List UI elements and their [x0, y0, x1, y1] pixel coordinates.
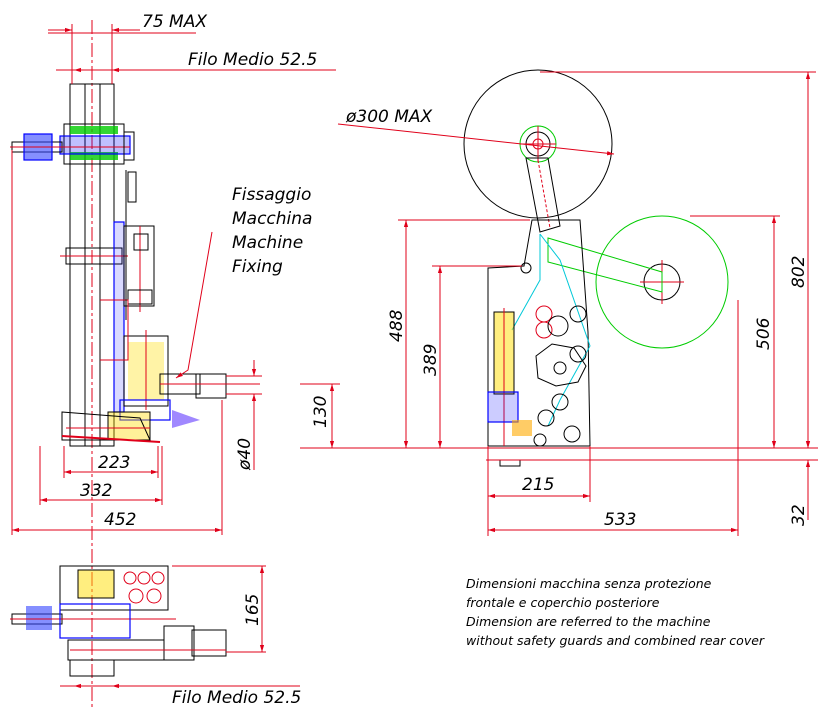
- dim-802: 802: [789, 256, 809, 288]
- dim-filo-medio-bottom: Filo Medio 52.5: [172, 688, 301, 708]
- dim-filo-medio-top: Filo Medio 52.5: [188, 50, 317, 70]
- note-line2: frontale e coperchio posteriore: [466, 595, 660, 610]
- fixing-label-line4: Fixing: [232, 257, 283, 277]
- note-line4: without safety guards and combined rear …: [466, 633, 765, 648]
- front-view: ø300 MAX: [337, 69, 729, 467]
- side-view-dimensions: 75 MAX Filo Medio 52.5 Fissaggio Macchin…: [11, 12, 336, 535]
- dim-332: 332: [80, 481, 112, 501]
- dim-452: 452: [104, 510, 136, 530]
- dim-215: 215: [522, 475, 554, 495]
- dim-506: 506: [754, 317, 774, 350]
- dim-488: 488: [387, 309, 407, 342]
- dim-223: 223: [98, 453, 130, 473]
- dim-165: 165: [243, 594, 263, 626]
- front-view-dimensions: 488 389 130 215 533 506 802 32: [300, 71, 818, 536]
- dim-130: 130: [311, 396, 331, 428]
- dim-389: 389: [421, 344, 441, 376]
- fixing-label-line2: Macchina: [232, 209, 312, 229]
- notes-block: Dimensioni macchina senza protezione fro…: [466, 576, 765, 648]
- fixing-label-line1: Fissaggio: [232, 185, 311, 205]
- plan-view: 165 Filo Medio 52.5: [10, 565, 301, 708]
- fixing-label-line3: Machine: [232, 233, 303, 253]
- dim-75-max: 75 MAX: [142, 12, 207, 32]
- note-line1: Dimensioni macchina senza protezione: [466, 576, 712, 591]
- dim-533: 533: [604, 510, 636, 530]
- dim-32: 32: [789, 504, 809, 526]
- dim-reel-diameter: ø300 MAX: [345, 107, 433, 127]
- side-view: [10, 20, 260, 710]
- note-line3: Dimension are referred to the machine: [466, 614, 711, 629]
- dim-d40: ø40: [235, 438, 255, 471]
